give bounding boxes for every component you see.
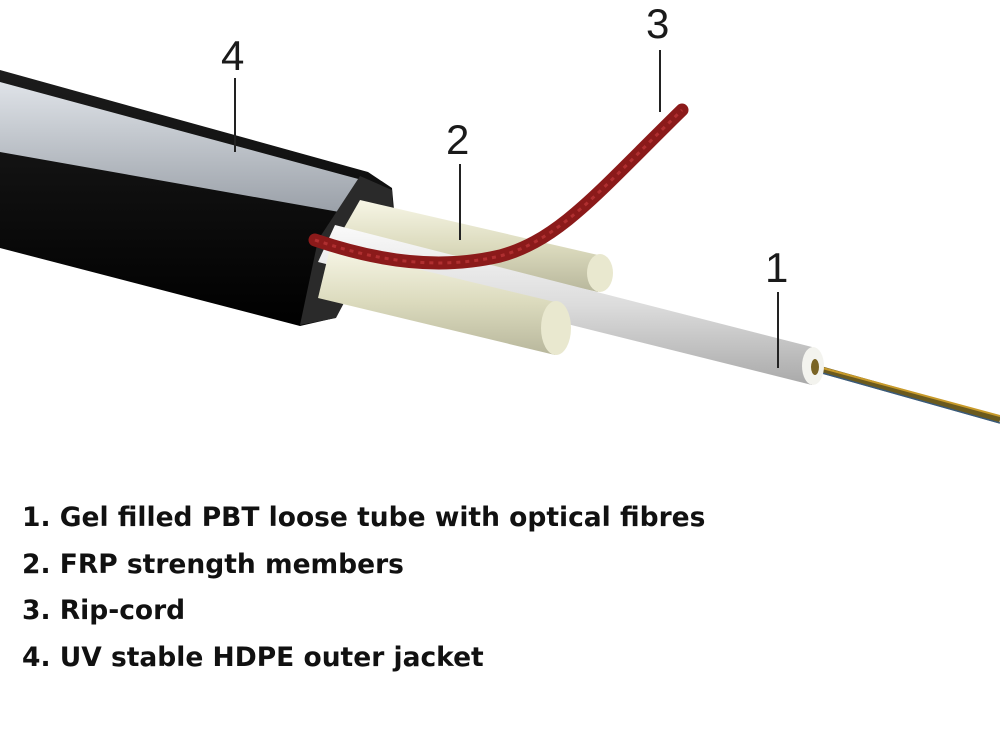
- legend-item-loose-tube: 1. Gel filled PBT loose tube with optica…: [22, 502, 706, 533]
- callout-3: 3: [646, 0, 670, 47]
- leader-lines: [234, 50, 779, 368]
- strength-member-upper: [340, 200, 613, 292]
- callout-4: 4: [221, 32, 245, 79]
- optical-fibres: [814, 364, 1000, 424]
- strength-member-lower: [318, 248, 571, 355]
- legend-item-outer-jacket: 4. UV stable HDPE outer jacket: [22, 642, 484, 674]
- callout-2: 2: [446, 116, 470, 163]
- legend-item-strength-members: 2. FRP strength members: [22, 548, 404, 580]
- legend-item-rip-cord: 3. Rip-cord: [22, 595, 186, 627]
- legend: 1. Gel filled PBT loose tube with optica…: [22, 496, 705, 683]
- callout-1: 1: [765, 244, 789, 291]
